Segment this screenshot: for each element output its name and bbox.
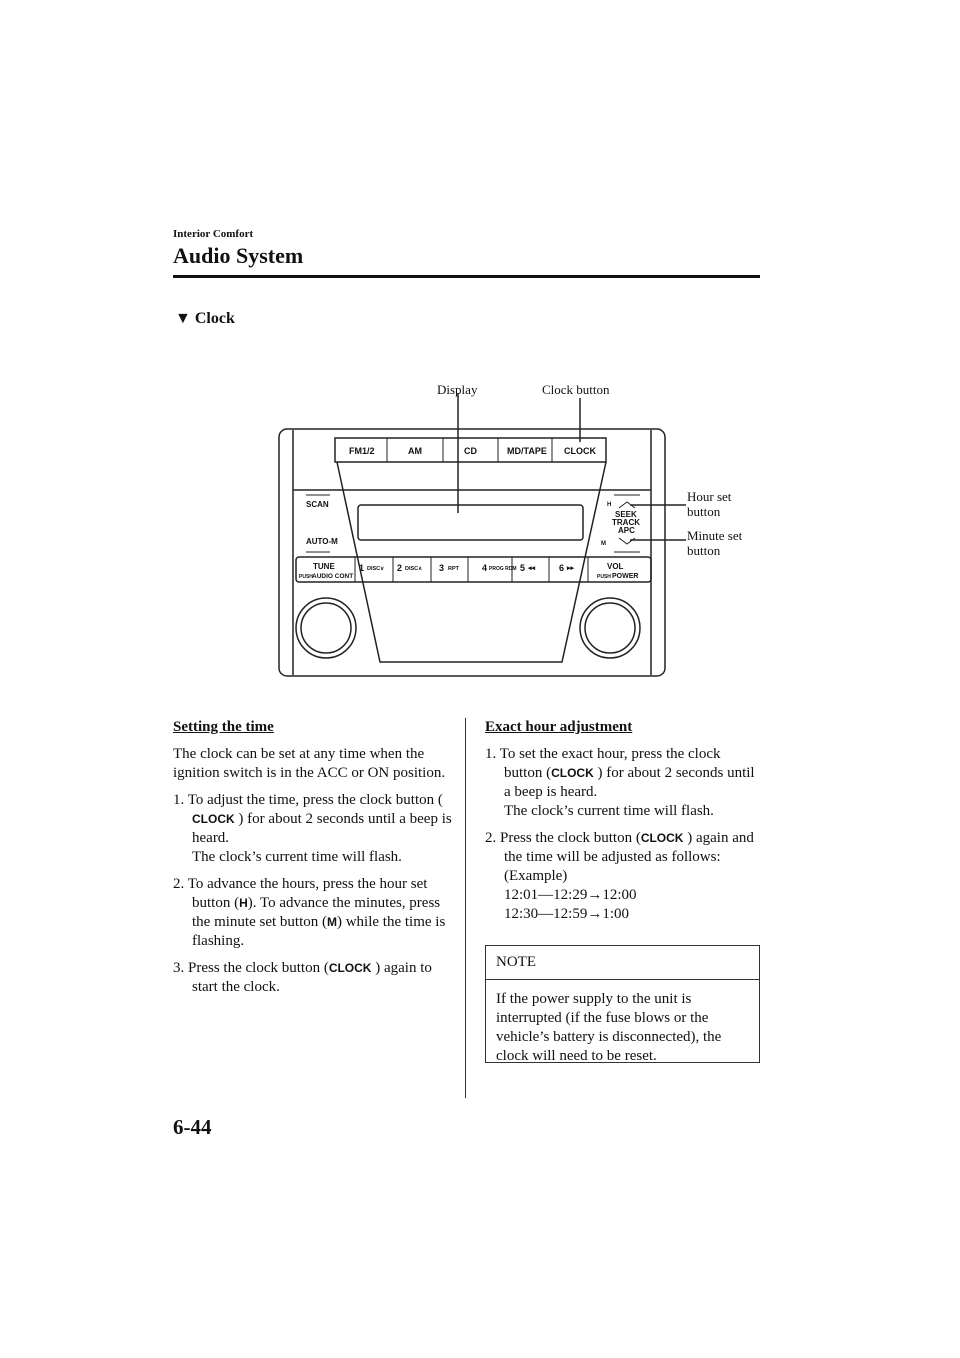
audio-unit-diagram: FM1/2 AM CD MD/TAPE CLOCK SCAN AUTO-M H … [278, 393, 686, 677]
svg-text:▸▸: ▸▸ [566, 565, 575, 572]
svg-text:DISC∨: DISC∨ [367, 566, 384, 572]
callout-minute-set: Minute set button [687, 528, 743, 558]
vol-push-label: PUSH [597, 574, 611, 580]
svg-text:DISC∧: DISC∧ [405, 566, 422, 572]
minute-button-icon: M [326, 915, 337, 929]
track-label: TRACK [612, 518, 640, 527]
right-column: Exact hour adjustment 1. To set the exac… [485, 718, 760, 932]
step-2: 2. Press the clock button (CLOCK ) again… [485, 830, 754, 922]
intro-text: The clock can be set at any time when th… [173, 746, 446, 781]
svg-text:◂◂: ◂◂ [527, 565, 536, 572]
step-2: 2. To advance the hours, press the hour … [173, 876, 446, 949]
clock-button[interactable]: CLOCK [564, 446, 596, 456]
vol-sub-label: POWER [612, 573, 638, 580]
cd-button[interactable]: CD [464, 446, 477, 456]
svg-text:RPT: RPT [448, 566, 460, 572]
heading-setting-time: Setting the time [173, 719, 274, 735]
page-number: 6-44 [173, 1115, 212, 1139]
clock-button-icon: CLOCK [551, 766, 594, 780]
vol-button[interactable]: VOL [607, 562, 624, 571]
preset-2[interactable]: 2 [397, 563, 402, 573]
svg-text:PROG RDM: PROG RDM [489, 566, 517, 572]
hour-label: H [607, 502, 611, 508]
left-column: Setting the time The clock can be set at… [173, 718, 458, 1005]
preset-5[interactable]: 5 [520, 563, 525, 573]
am-button[interactable]: AM [408, 446, 422, 456]
step-1: 1. To set the exact hour, press the cloc… [485, 746, 755, 819]
preset-6[interactable]: 6 [559, 563, 564, 573]
preset-4[interactable]: 4 [482, 563, 487, 573]
callout-hour-set: Hour set button [687, 489, 732, 519]
tune-push-label: PUSH [299, 574, 313, 580]
md-tape-button[interactable]: MD/TAPE [507, 446, 547, 456]
heading-exact-hour: Exact hour adjustment [485, 719, 633, 735]
preset-3[interactable]: 3 [439, 563, 444, 573]
minute-label: M [601, 541, 606, 547]
seek-label: SEEK [615, 510, 637, 519]
scan-button[interactable]: SCAN [306, 500, 329, 509]
clock-button-icon: CLOCK [328, 961, 372, 975]
step-3: 3. Press the clock button (CLOCK ) again… [173, 960, 432, 995]
callout-display: Display [437, 382, 478, 397]
section-label: Interior Comfort [173, 228, 254, 240]
subsection-title: ▼ Clock [175, 310, 235, 327]
preset-1[interactable]: 1 [359, 563, 364, 573]
clock-button-icon: CLOCK [640, 831, 684, 845]
step-1: 1. To adjust the time, press the clock b… [173, 792, 452, 865]
callout-clock-button: Clock button [542, 382, 610, 397]
fm-button[interactable]: FM1/2 [349, 446, 375, 456]
column-divider [465, 718, 466, 1098]
title-rule [173, 275, 760, 278]
hour-button-icon: H [239, 896, 248, 910]
triangle-down-icon: ▼ [175, 310, 191, 327]
apc-label: APC [618, 526, 635, 535]
auto-m-button[interactable]: AUTO-M [306, 537, 338, 546]
tune-sub-label: AUDIO CONT [312, 573, 353, 580]
note-body: If the power supply to the unit is inter… [496, 991, 722, 1064]
clock-button-icon: CLOCK [192, 812, 235, 826]
note-title: NOTE [486, 946, 759, 980]
note-box: NOTE If the power supply to the unit is … [485, 945, 760, 1064]
tune-button[interactable]: TUNE [313, 562, 335, 571]
page-title: Audio System [173, 243, 304, 268]
